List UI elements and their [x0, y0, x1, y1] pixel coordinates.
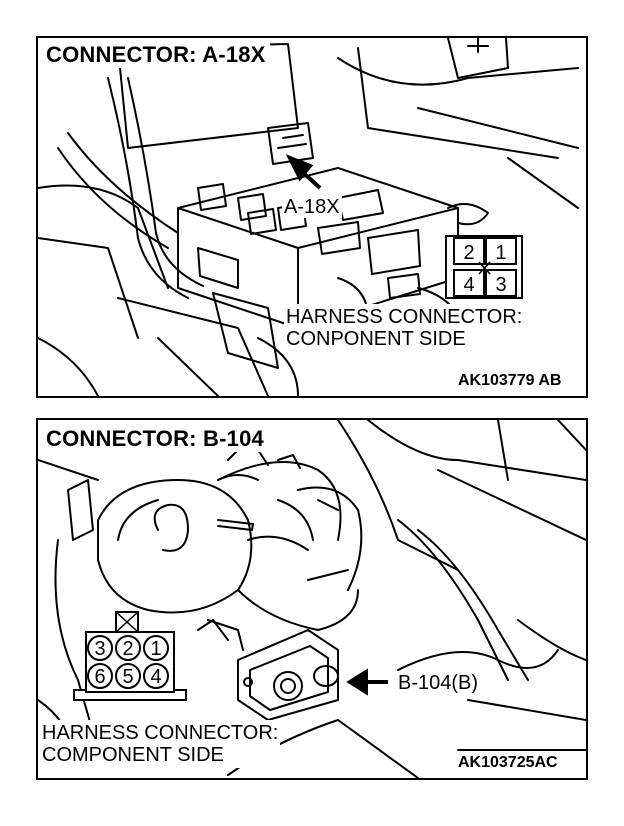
connector-callout-label: A-18X [282, 196, 342, 218]
pin-label: 3 [94, 638, 105, 660]
connector-title: CONNECTOR: A-18X [46, 42, 270, 68]
pin-label: 4 [463, 274, 474, 296]
figure-code: AK103725AC [456, 754, 560, 772]
pin-label: 4 [150, 666, 161, 688]
harness-caption: HARNESS CONNECTOR: CONPONENT SIDE [284, 304, 525, 352]
throttle-body-illustration-b: 3 2 1 6 5 4 [38, 420, 586, 778]
pin-label: 2 [122, 638, 133, 660]
caption-line: COMPONENT SIDE [42, 744, 224, 766]
pin-label: 1 [495, 242, 506, 264]
engine-bay-illustration-a: 2 1 4 3 [38, 38, 579, 396]
connector-face-b104: 3 2 1 6 5 4 [73, 611, 187, 701]
figure-code: AK103779 AB [456, 372, 564, 390]
pin-label: 6 [94, 666, 105, 688]
connector-a18x-panel: 2 1 4 3 CONNECTOR: A-18X A-18X HARNESS C… [36, 36, 588, 398]
connector-b104-panel: 3 2 1 6 5 4 CONNECTOR: B-104 B-104(B) HA… [36, 418, 588, 780]
caption-line: HARNESS CONNECTOR: [42, 722, 279, 744]
connector-callout-label: B-104(B) [396, 672, 481, 694]
pin-label: 2 [463, 242, 474, 264]
pin-label: 1 [150, 638, 161, 660]
harness-caption: HARNESS CONNECTOR: COMPONENT SIDE [40, 720, 281, 768]
connector-face-a18x: 2 1 4 3 [445, 235, 523, 299]
pin-label: 3 [495, 274, 506, 296]
caption-line: HARNESS CONNECTOR: [286, 306, 523, 328]
pin-label: 5 [122, 666, 133, 688]
caption-line: CONPONENT SIDE [286, 328, 466, 350]
connector-title: CONNECTOR: B-104 [46, 426, 268, 452]
